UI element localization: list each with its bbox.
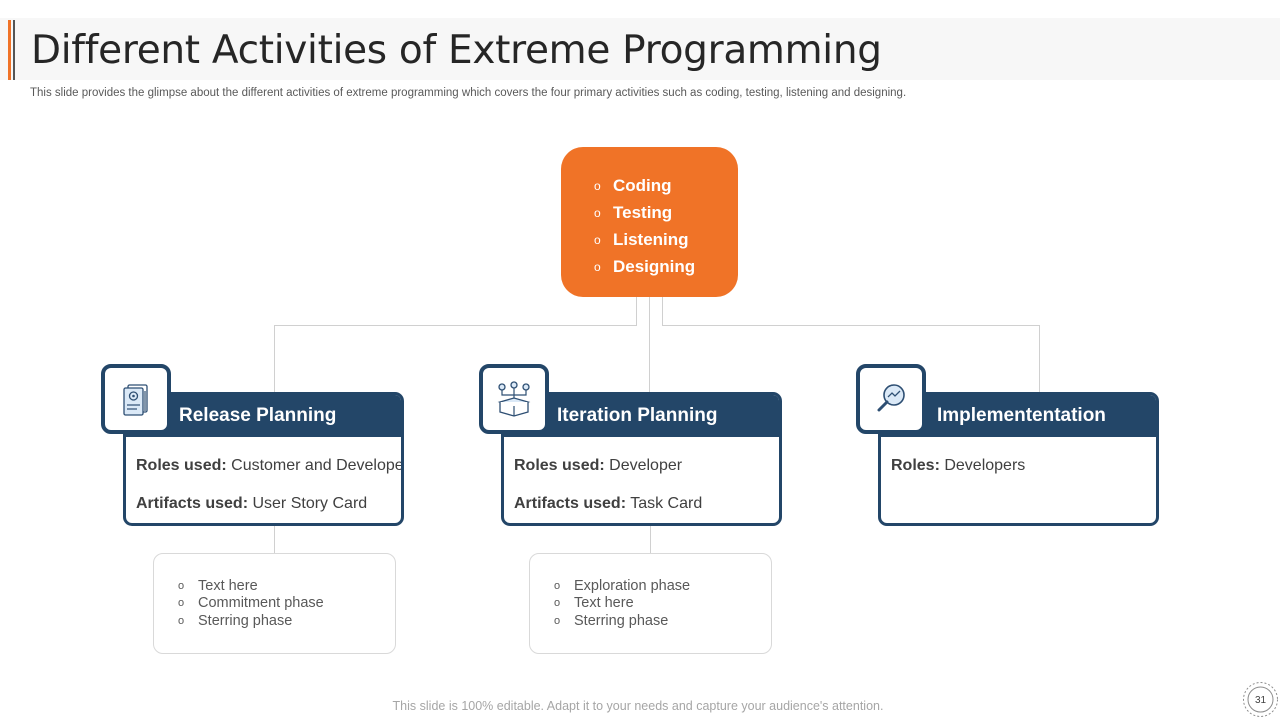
title-accent-gray [13,20,15,80]
connector-right-drop [662,297,663,326]
connector-center [649,297,650,392]
bullet: o [554,579,561,592]
bullet: o [554,614,561,627]
workflow-box-icon [479,364,549,434]
phase-label: Commitment phase [198,595,324,612]
connector-right-vertical [1039,325,1040,392]
bullet: o [594,178,601,193]
bullet: o [178,597,185,610]
artifacts-label: Artifacts used: [514,495,627,512]
phase-label: Sterring phase [574,612,669,629]
bullet: o [594,232,601,247]
list-item: o Sterring phase [554,612,771,630]
slide-subtitle: This slide provides the glimpse about th… [30,87,907,99]
roles-value: Developers [939,457,1026,474]
roles-label: Roles used: [514,457,605,474]
activity-label: Coding [613,175,672,195]
title-accent-orange [8,20,11,80]
list-item: o Text here [554,595,771,613]
connector-left-horizontal [274,325,637,326]
card-roles: Roles used: Developer [514,457,682,475]
card-iteration-planning: Iteration Planning Roles used: Developer… [479,364,782,526]
title-bar [0,18,1280,80]
roles-value: Developer [604,457,683,474]
page-number-badge: 31 [1242,681,1279,718]
bullet: o [594,205,601,220]
page-number: 31 [1255,695,1267,706]
document-gear-icon [101,364,171,434]
card-title: Iteration Planning [504,395,779,437]
activity-item: o Listening [594,226,738,253]
magnifier-icon [856,364,926,434]
connector-left-drop [636,297,637,326]
activity-label: Testing [613,202,673,222]
bullet: o [178,579,185,592]
slide-title: Different Activities of Extreme Programm… [31,28,882,73]
artifacts-label: Artifacts used: [136,495,249,512]
activity-item: o Designing [594,253,738,280]
card-roles: Roles used: Customer and Developer [136,457,404,475]
artifacts-value: User Story Card [248,495,368,512]
phase-label: Text here [198,577,258,594]
connector-card1-sub [274,525,275,554]
list-item: o Exploration phase [554,577,771,595]
roles-label: Roles: [891,457,940,474]
activity-label: Designing [613,256,696,276]
connector-card2-sub [650,525,651,554]
card-artifacts: Artifacts used: User Story Card [136,495,367,513]
connector-right-horizontal [662,325,1040,326]
footer-note: This slide is 100% editable. Adapt it to… [392,699,884,713]
phase-label: Text here [574,595,634,612]
bullet: o [594,259,601,274]
artifacts-value: Task Card [626,495,703,512]
card-title: Release Planning [126,395,401,437]
card-roles: Roles: Developers [891,457,1025,475]
activity-label: Listening [613,229,689,249]
card-artifacts: Artifacts used: Task Card [514,495,702,513]
phase-label: Exploration phase [574,577,691,594]
list-item: o Text here [178,577,395,595]
card-implementation: Implemententation Roles: Developers [856,364,1159,526]
card-body: Iteration Planning Roles used: Developer… [501,392,782,526]
list-item: o Commitment phase [178,595,395,613]
roles-value: Customer and Developer [226,457,404,474]
roles-label: Roles used: [136,457,227,474]
bullet: o [178,614,185,627]
phase-label: Sterring phase [198,612,293,629]
card-release-planning: Release Planning Roles used: Customer an… [101,364,404,526]
connector-left-vertical [274,325,275,392]
list-item: o Sterring phase [178,612,395,630]
activity-item: o Testing [594,199,738,226]
card-title: Implemententation [881,395,1156,437]
bullet: o [554,597,561,610]
activity-item: o Coding [594,172,738,199]
